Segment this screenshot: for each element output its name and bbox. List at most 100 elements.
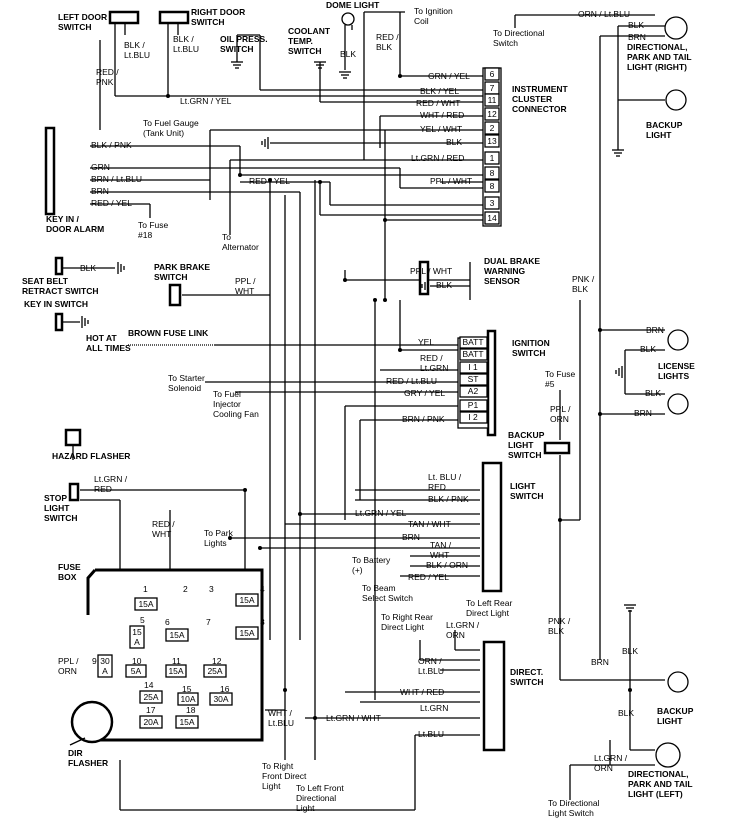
wires-blk-orn: BLK / ORN [426,560,468,570]
wires-blk-brake: BLK [436,280,452,290]
ignition-terminal-box [459,348,488,361]
fuse-rating-box [97,654,113,678]
cluster-pin-box [484,211,500,225]
fuse-rating: 5A [131,666,142,676]
wires-ltgrn-red-13: Lt.GRN / RED [411,153,464,163]
cluster-pin-box [484,166,500,180]
backup-light-switch-body [543,441,571,455]
right-door-switch-body [158,10,190,25]
wires-orn-ltblu-mid: ORN /Lt.BLU [418,656,444,676]
cluster-pin: 14 [487,213,497,223]
fuse-rating-box [134,597,158,611]
wires-orn-ltblu-top: ORN / Lt.BLU [578,9,630,19]
wires-ltgrn-red-stop: Lt.GRN /RED [94,474,128,494]
cluster-pin: 6 [490,69,495,79]
wires-brn-bot: BRN [591,657,609,667]
wires-grn: GRN [91,162,110,172]
dir-flasher-body [70,700,114,744]
wires-blk-yel: BLK / YEL [420,86,459,96]
wires-pnk-blk-bot: PNK /BLK [548,616,571,636]
components-hazard-flasher: HAZARD FLASHER [52,451,130,461]
fuse-rating: 10A [180,694,195,704]
wires-ltgrn-orn-top: Lt.GRN /ORN [446,620,480,640]
ignition-terminal-box [459,336,488,349]
cluster-pin: 8 [490,168,495,178]
wires-ltgrn-yel: Lt.GRN / YEL [180,96,232,106]
cluster-pin: 12 [487,109,497,119]
fuse-rating: 30A [213,694,228,704]
ignition-terminal-box [459,361,488,374]
cluster-pin-box [484,67,500,81]
wires-blk-dome: BLK [340,49,356,59]
cluster-pin: 2 [490,123,495,133]
wires-blk-2: BLK [446,137,462,147]
cluster-pin: 13 [487,136,497,146]
ignition-switch-body [486,329,497,437]
fuse-number: 14 [144,680,154,690]
wires-blk-pnk-ls: BLK / PNK [428,494,469,504]
wires-grn-yel: GRN / YEL [428,71,470,81]
fuse-rating: 15A [169,630,184,640]
fuse-rating-box [165,664,187,678]
wires-ltgrn-ds: Lt.GRN [420,703,448,713]
wires-brn-lic-2: BRN [634,408,652,418]
cluster-pin-box [484,121,500,135]
wires-red-blk: RED /BLK [376,32,399,52]
ignition-terminal: BATT [462,349,483,359]
fuse-rating: 25A [207,666,222,676]
notes-to-fuse-5: To Fuse#5 [545,369,576,389]
wires-red-yel-mid: RED / YEL [249,176,290,186]
fuse-rating-box [139,715,163,729]
cluster-pin: 7 [490,83,495,93]
key-in-alarm-body [44,126,56,216]
wires-pnk-blk-top: PNK /BLK [572,274,595,294]
wires-blk-lic-2: BLK [645,388,661,398]
fuse-number: 5 [140,615,145,625]
components-brown-fuse-link: BROWN FUSE LINK [128,328,209,338]
cluster-pin-box [484,107,500,121]
wires-brn: BRN [91,186,109,196]
wires-gry-yel: GRY / YEL [404,388,445,398]
fuse-number: 2 [183,584,188,594]
ignition-terminal: ST [468,374,479,384]
ignition-terminal-box [459,411,488,424]
cluster-pin: 1 [490,153,495,163]
cluster-pin: 3 [490,198,495,208]
dual-brake-sensor-body [418,260,430,296]
key-in-switch-body [54,312,64,332]
wires-red-pnk: RED /PNK [96,67,119,87]
wires-blk-bot: BLK [622,646,638,656]
wires-blk-ltblu-2: BLK /Lt.BLU [173,34,199,54]
fuse-rating-box [125,664,147,678]
wires-ltgrn-wht: Lt.GRN / WHT [326,713,381,723]
fuse-number: 8 [260,617,265,627]
wires-red-wht-fuse: RED /WHT [152,519,175,539]
wires-blk-pnk: BLK / PNK [91,140,132,150]
fuse-number: 7 [206,617,211,627]
fuse-number: 12 [212,656,222,666]
light-switch-body [481,461,503,593]
cluster-pin-box [484,151,500,165]
fuse-number: 18 [186,705,196,715]
wires-brn-pnk: BRN / PNK [402,414,445,424]
fuse-number: 3 [209,584,214,594]
fuse-rating: 15A [239,628,254,638]
